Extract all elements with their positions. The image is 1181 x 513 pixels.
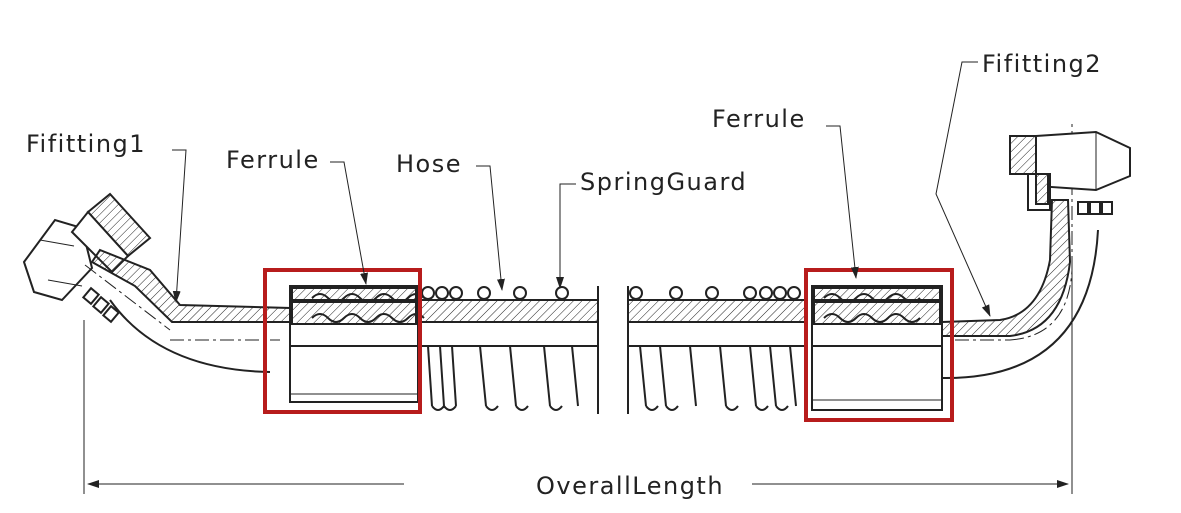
highlight-box-left-ferrule xyxy=(263,268,422,414)
overall-length-dimension xyxy=(83,270,1073,494)
label-ferrule-left: Ferrule xyxy=(226,146,320,174)
fitting-left-threads xyxy=(81,286,121,324)
ferrule-left xyxy=(289,285,425,403)
hose-right xyxy=(627,286,807,414)
label-hose: Hose xyxy=(396,150,462,178)
label-fitting1: Fifitting1 xyxy=(26,130,146,158)
spring-right-coils xyxy=(629,286,801,411)
spring-left-coils xyxy=(421,286,579,411)
highlight-box-right-ferrule xyxy=(804,268,954,422)
label-overall-length: OverallLength xyxy=(536,472,724,500)
leader-lines xyxy=(172,61,991,317)
fitting-left xyxy=(22,192,291,373)
label-fitting2: Fifitting2 xyxy=(982,50,1102,78)
fitting-right xyxy=(941,120,1131,380)
label-spring-guard: SpringGuard xyxy=(580,168,747,196)
label-ferrule-right: Ferrule xyxy=(712,105,806,133)
ferrule-right xyxy=(811,285,943,411)
hose-left xyxy=(417,286,599,414)
